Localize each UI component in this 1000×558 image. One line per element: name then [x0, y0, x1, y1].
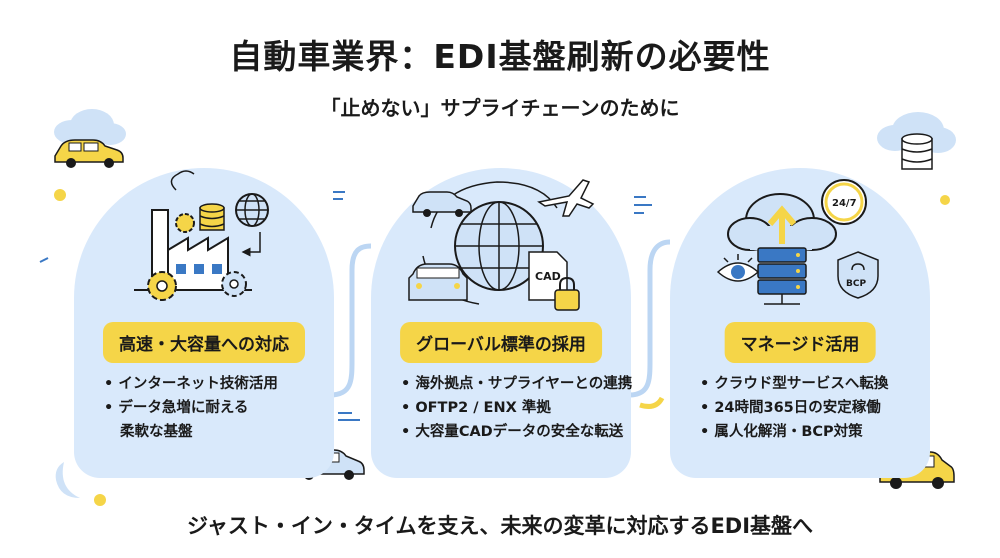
global-illustration: CAD: [408, 179, 595, 311]
cad-label: CAD: [535, 270, 561, 283]
bullet-item: • 属人化解消・BCP対策: [700, 424, 863, 440]
footer-message: ジャスト・イン・タイムを支え、未来の変革に対応するEDI基盤へ: [186, 514, 814, 538]
gear-icon: [221, 271, 247, 297]
cloud-illustration: 24/7 BCP: [716, 179, 879, 305]
clock-icon: 24/7: [821, 179, 867, 225]
bullet-item: • 24時間365日の安定稼働: [700, 400, 881, 416]
panel-global-standard: CAD グローバル標準の採用 • 海外拠点・サプライヤーとの連携 • OFTP2…: [371, 168, 632, 478]
bullet-item: • インターネット技術活用: [104, 376, 278, 392]
connector-line-2: [628, 239, 671, 398]
cad-file-icon: CAD: [528, 251, 568, 301]
panel-heading: グローバル標準の採用: [400, 322, 602, 363]
car-icon: [54, 139, 124, 168]
car-icon: [408, 263, 468, 301]
page-title: 自動車業界：EDI基盤刷新の必要性: [229, 37, 771, 76]
airplane-icon: [537, 179, 595, 217]
bullet-list: • インターネット技術活用 • データ急増に耐える 柔軟な基盤: [104, 372, 278, 444]
bullet-item-continued: 柔軟な基盤: [120, 424, 193, 440]
shield-icon: BCP: [837, 251, 879, 299]
bullet-item: • 海外拠点・サプライヤーとの連携: [401, 376, 633, 392]
globe-icon: [454, 201, 544, 291]
bullet-list: • 海外拠点・サプライヤーとの連携 • OFTP2 / ENX 準拠 • 大容量…: [401, 372, 632, 444]
bullet-item: • 大容量CADデータの安全な転送: [401, 424, 624, 440]
server-icon: [757, 247, 807, 305]
lock-icon: [554, 276, 580, 311]
factory-illustration: [134, 170, 269, 301]
bullet-item: • クラウド型サービスへ転換: [700, 376, 889, 392]
connector-line-1: [329, 243, 372, 398]
globe-icon: [235, 193, 269, 227]
bullet-list: • クラウド型サービスへ転換 • 24時間365日の安定稼働 • 属人化解消・B…: [700, 372, 888, 444]
database-icon: [199, 203, 225, 231]
page-subtitle: 「止めない」サプライチェーンのために: [320, 96, 680, 120]
panel-managed: 24/7 BCP マネージド活用 • クラウド型サービスへ転換 • 24時間36…: [670, 168, 930, 478]
clock-label: 24/7: [832, 198, 857, 209]
bcp-label: BCP: [846, 279, 866, 289]
car-icon: [412, 191, 472, 217]
panel-heading: 高速・大容量への対応: [103, 322, 305, 363]
panel-high-speed: 高速・大容量への対応 • インターネット技術活用 • データ急増に耐える 柔軟な…: [74, 168, 334, 478]
eye-icon: [716, 254, 760, 282]
bullet-item: • データ急増に耐える: [104, 400, 249, 416]
gear-icon: [147, 271, 177, 301]
gear-icon: [175, 213, 195, 233]
bullet-item: • OFTP2 / ENX 準拠: [401, 400, 551, 416]
panel-heading: マネージド活用: [724, 322, 876, 363]
